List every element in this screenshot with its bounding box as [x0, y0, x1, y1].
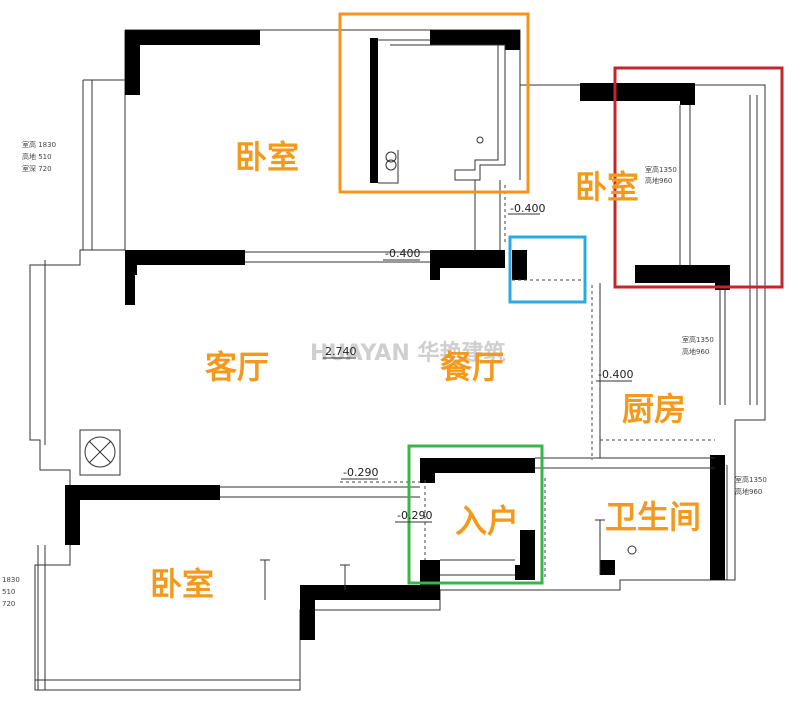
svg-text:高地960: 高地960: [682, 347, 709, 356]
svg-text:室高1350: 室高1350: [682, 335, 714, 344]
highlight-box-blue: [508, 235, 587, 304]
svg-text:室深 720: 室深 720: [22, 164, 52, 173]
svg-text:高地 510: 高地 510: [22, 152, 52, 161]
svg-text:室高1350: 室高1350: [645, 165, 677, 174]
room-label-bedroom-bottom: 卧室: [150, 565, 214, 603]
window-note-left-bottom: 1830 510 720: [2, 576, 20, 608]
svg-text:高地960: 高地960: [735, 487, 762, 496]
partitions: [79, 39, 715, 600]
highlight-box-red: [613, 66, 784, 289]
svg-text:高地960: 高地960: [645, 176, 672, 185]
level-living: 2.740: [325, 345, 357, 358]
walls: [65, 30, 730, 640]
dashed-lines: [340, 185, 715, 580]
level-bedroom-right-door: -0.400: [510, 202, 545, 215]
window-note-bathroom: 室高1350 高地960: [735, 475, 767, 496]
level-marks: -0.400 -0.400 -0.400 2.740 -0.290 -0.290: [323, 202, 633, 523]
svg-text:室高1350: 室高1350: [735, 475, 767, 484]
svg-text:720: 720: [2, 600, 15, 608]
window-note-left-top: 室高 1830 高地 510 室深 720: [22, 140, 56, 173]
watermark: HUAYAN 华艳建筑: [310, 340, 505, 366]
room-label-bedroom-right: 卧室: [575, 168, 639, 206]
svg-text:1830: 1830: [2, 576, 20, 584]
svg-text:室高 1830: 室高 1830: [22, 140, 56, 149]
room-label-bedroom-top: 卧室: [235, 138, 299, 176]
room-label-dining: 餐厅: [440, 348, 504, 386]
highlight-box-orange: [338, 12, 530, 194]
level-living-door: -0.400: [385, 247, 420, 260]
level-entry: -0.290: [397, 509, 432, 522]
window-note-bedroom-right: 室高1350 高地960: [645, 165, 677, 185]
window-note-kitchen: 室高1350 高地960: [682, 335, 714, 356]
level-entry-top: -0.290: [343, 466, 378, 479]
level-kitchen: -0.400: [598, 368, 633, 381]
room-label-entry: 入户: [455, 502, 519, 540]
room-label-kitchen: 厨房: [622, 390, 686, 428]
room-label-bathroom: 卫生间: [605, 498, 701, 536]
svg-text:510: 510: [2, 588, 15, 596]
room-label-living: 客厅: [205, 348, 269, 386]
highlight-box-green: [407, 444, 544, 585]
